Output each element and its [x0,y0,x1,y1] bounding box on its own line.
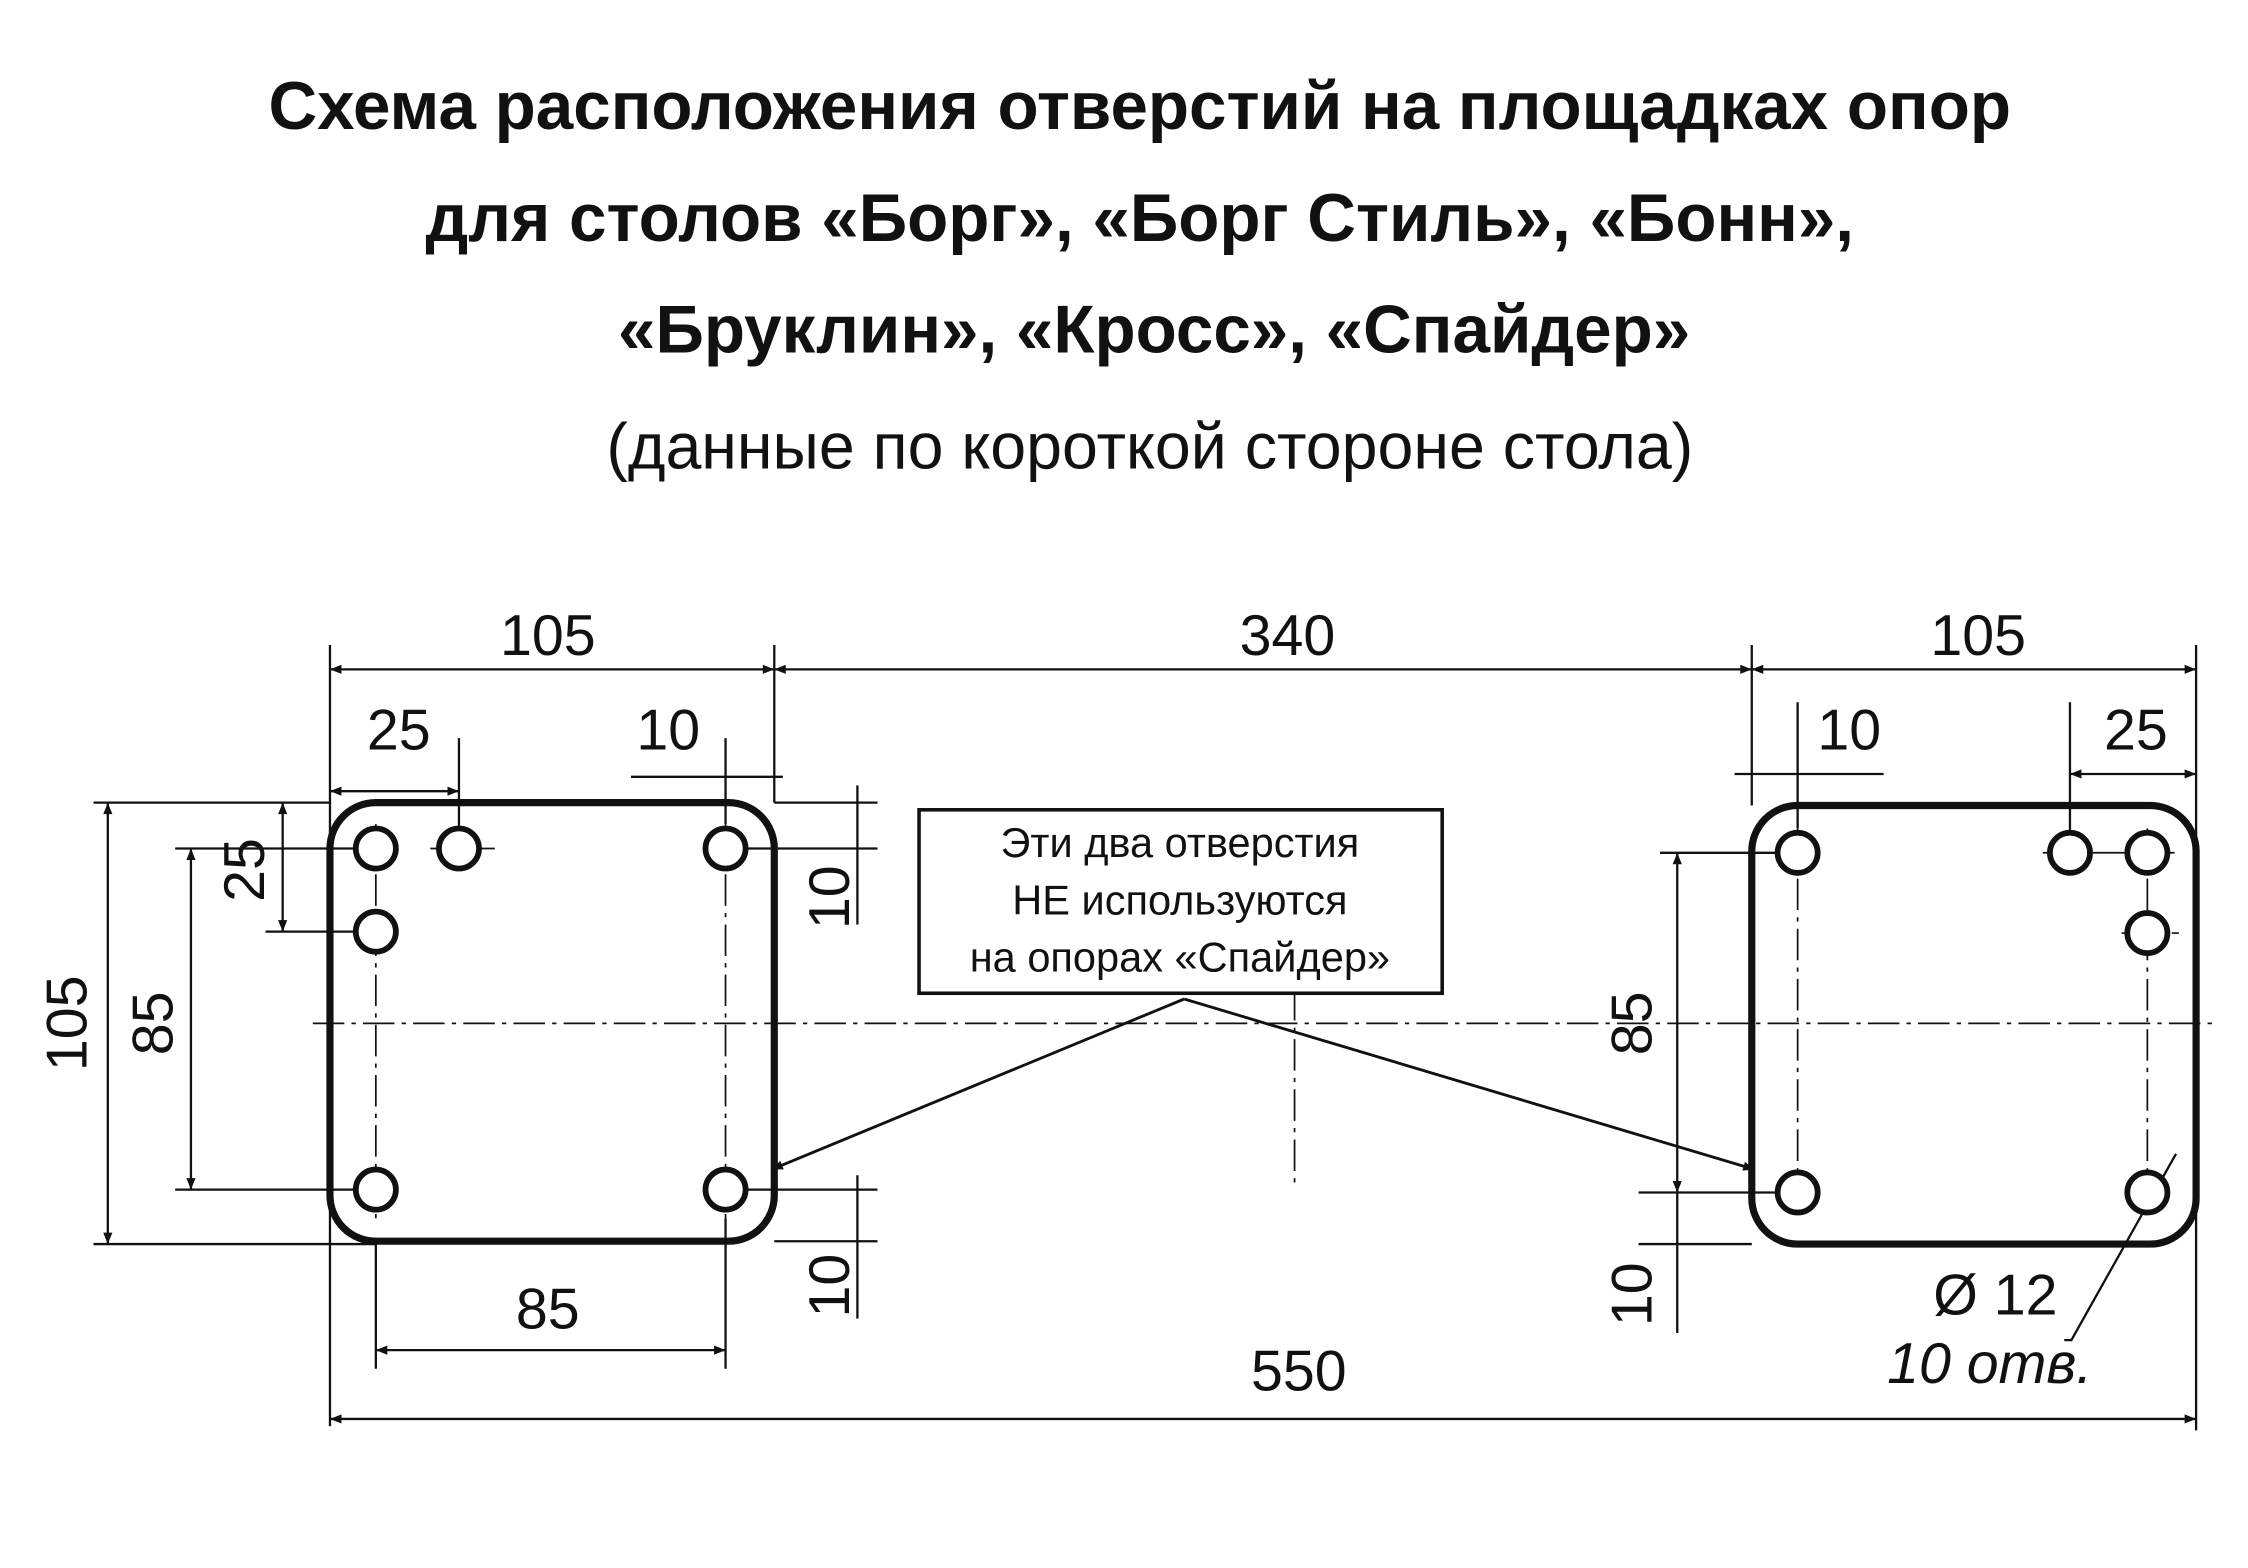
hole [2124,829,2171,876]
hole [2124,1169,2171,1216]
dim-total-550: 550 [1251,1339,1347,1403]
dim-bottom-10: 10 [798,1254,862,1318]
dim-left-10: 10 [636,699,700,763]
dim-left-plate-width: 105 [500,604,596,668]
dim-right-25: 25 [2104,699,2168,763]
hole [352,908,399,955]
hole [436,825,482,872]
dim-left-height-105: 105 [35,976,99,1072]
dimension-lines [93,644,2198,1431]
hole [702,825,749,872]
hole [352,825,399,872]
callout-arrow-left [770,997,1185,1171]
dim-top-10: 10 [798,865,862,929]
hole-unused-spider [702,1166,749,1213]
dim-gap: 340 [1240,604,1336,668]
hole [2047,829,2093,876]
title-line-3: «Бруклин», «Кросс», «Спайдер» [618,293,1690,368]
callout-line-3: на опорах «Спайдер» [970,934,1390,981]
mounting-holes [352,825,2171,1216]
dimension-labels: 105 340 105 25 10 10 25 105 85 25 10 10 … [35,604,2167,1403]
callout-note: Эти два отверстия НЕ используются на опо… [770,808,1756,1171]
subtitle: (данные по короткой стороне стола) [606,411,1693,483]
hole [1774,829,1821,876]
callout-line-1: Эти два отверстия [1001,819,1360,866]
hole-unused-spider [1774,1169,1821,1216]
dim-right-plate-width: 105 [1930,604,2026,668]
dim-right-10: 10 [1817,699,1881,763]
hole [2124,910,2171,956]
dim-right-bottom-10: 10 [1600,1262,1664,1326]
title-line-2: для столов «Борг», «Борг Стиль», «Бонн», [426,181,1855,256]
hole [352,1166,399,1213]
hole-diameter: Ø 12 [1933,1263,2057,1327]
callout-arrow-right [1183,997,1756,1171]
dim-left-25: 25 [367,699,431,763]
hole-count: 10 отв. [1887,1332,2092,1396]
callout-box [917,808,1444,996]
dim-bottom-85: 85 [516,1278,580,1342]
callout-line-2: НЕ используются [1012,876,1347,923]
dim-left-vertical-25: 25 [213,838,277,902]
title-line-1: Схема расположения отверстий на площадка… [269,69,2011,144]
dim-left-85: 85 [121,991,185,1055]
dim-right-85: 85 [1600,991,1664,1055]
